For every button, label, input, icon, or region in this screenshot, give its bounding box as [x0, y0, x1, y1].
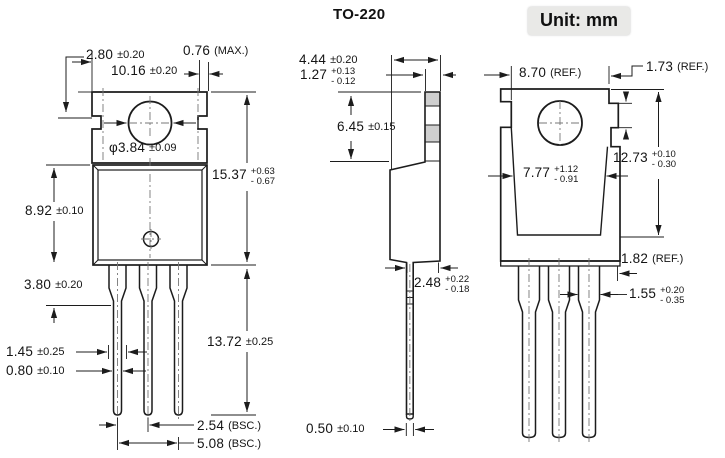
dim-back-step: 1.73(REF.)	[646, 59, 709, 74]
dim-front-total-height: 15.37 +0.63- 0.67	[212, 166, 276, 187]
dim-front-notch-offset: 2.80±0.20	[86, 47, 145, 62]
dim-side-tab-thickness: 1.27 +0.13- 0.12	[300, 66, 356, 87]
dim-back-tab-width: 8.70(REF.)	[519, 65, 582, 80]
dim-front-lead-narrow: 0.80±0.10	[6, 363, 65, 378]
dim-front-lead-length: 13.72±0.25	[207, 334, 274, 349]
package-title: TO-220	[333, 6, 386, 23]
dim-front-hole-dia: φ3.84±0.09	[109, 140, 177, 155]
back-view	[484, 65, 664, 442]
dim-side-tab-length: 6.45±0.15	[337, 119, 396, 134]
dim-front-step: 0.76(MAX.)	[183, 43, 249, 58]
dim-front-tab-width: 10.16±0.20	[111, 63, 178, 78]
tab-hatch-2	[425, 125, 440, 142]
tab-hatch-1	[425, 92, 440, 106]
center-lines	[102, 88, 199, 420]
dim-front-lead-pitch: 2.54(BSC.)	[197, 418, 262, 433]
dim-back-edge: 1.82(REF.)	[621, 251, 684, 266]
front-view	[46, 53, 256, 450]
side-view	[330, 55, 458, 436]
heatsink-slug-outline	[510, 127, 609, 236]
dim-side-lead-thickness: 0.50±0.10	[306, 421, 365, 436]
dim-side-body-depth: 4.44±0.20	[299, 52, 358, 67]
dim-front-lead-wide: 1.45±0.25	[6, 344, 65, 359]
dim-side-seating: 2.48 +0.22- 0.18	[414, 274, 470, 295]
dim-back-tab-height: 12.73 +0.10- 0.30	[613, 149, 677, 170]
unit-badge: Unit: mm	[528, 7, 630, 35]
dim-front-body-height: 8.92±0.10	[25, 203, 84, 218]
dim-front-lead-span: 5.08(BSC.)	[197, 436, 262, 451]
dim-back-slug-width: 7.77 +1.12- 0.91	[523, 164, 579, 185]
dim-front-shoulder-length: 3.80±0.20	[24, 277, 83, 292]
dim-back-lead-width: 1.55 +0.20- 0.35	[629, 285, 685, 306]
